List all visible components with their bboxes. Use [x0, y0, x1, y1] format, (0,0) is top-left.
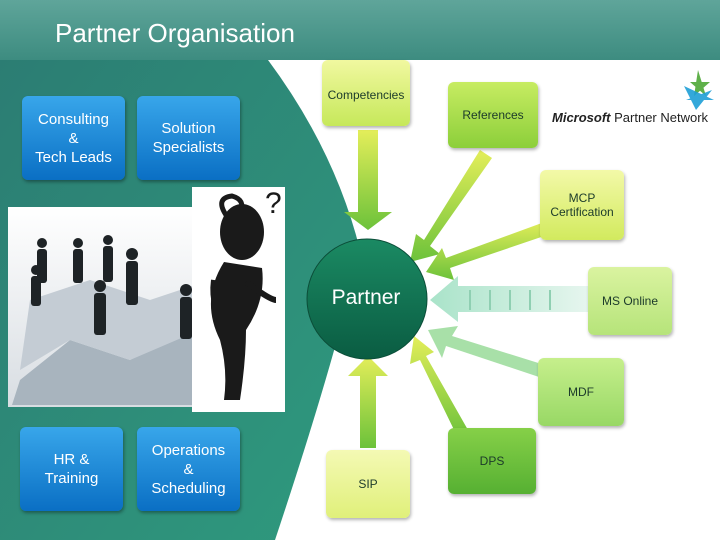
role-operations-scheduling: Operations & Scheduling [137, 427, 240, 511]
svg-text:?: ? [265, 187, 282, 220]
role-consulting-tech-leads: Consulting & Tech Leads [22, 96, 125, 180]
thinking-figure-image: ? [192, 187, 285, 412]
logo-brand: Microsoft [552, 110, 611, 125]
role-solution-specialists: Solution Specialists [137, 96, 240, 180]
people-puzzle-image [8, 207, 208, 407]
arrow-sip [348, 356, 388, 448]
arrow-dps [410, 336, 468, 438]
partner-network-logo: Microsoft Partner Network [552, 110, 708, 125]
spoke-competencies: Competencies [322, 60, 410, 126]
partner-hub-label: Partner [331, 286, 401, 309]
partner-hub [306, 238, 428, 360]
arrow-mcp [426, 220, 556, 280]
spoke-ms-online: MS Online [588, 267, 672, 335]
arrow-mdf [428, 326, 548, 378]
spoke-references: References [448, 82, 538, 148]
partner-network-star-logo [684, 70, 714, 110]
spoke-mcp-certification: MCP Certification [540, 170, 624, 240]
arrow-references [410, 150, 492, 262]
arrow-competencies [344, 130, 392, 230]
spoke-mdf: MDF [538, 358, 624, 426]
spoke-dps: DPS [448, 428, 536, 494]
header-bar [0, 0, 720, 60]
role-hr-training: HR & Training [20, 427, 123, 511]
page-title: Partner Organisation [55, 18, 295, 48]
spoke-sip: SIP [326, 450, 410, 518]
logo-text: Partner Network [614, 110, 709, 125]
